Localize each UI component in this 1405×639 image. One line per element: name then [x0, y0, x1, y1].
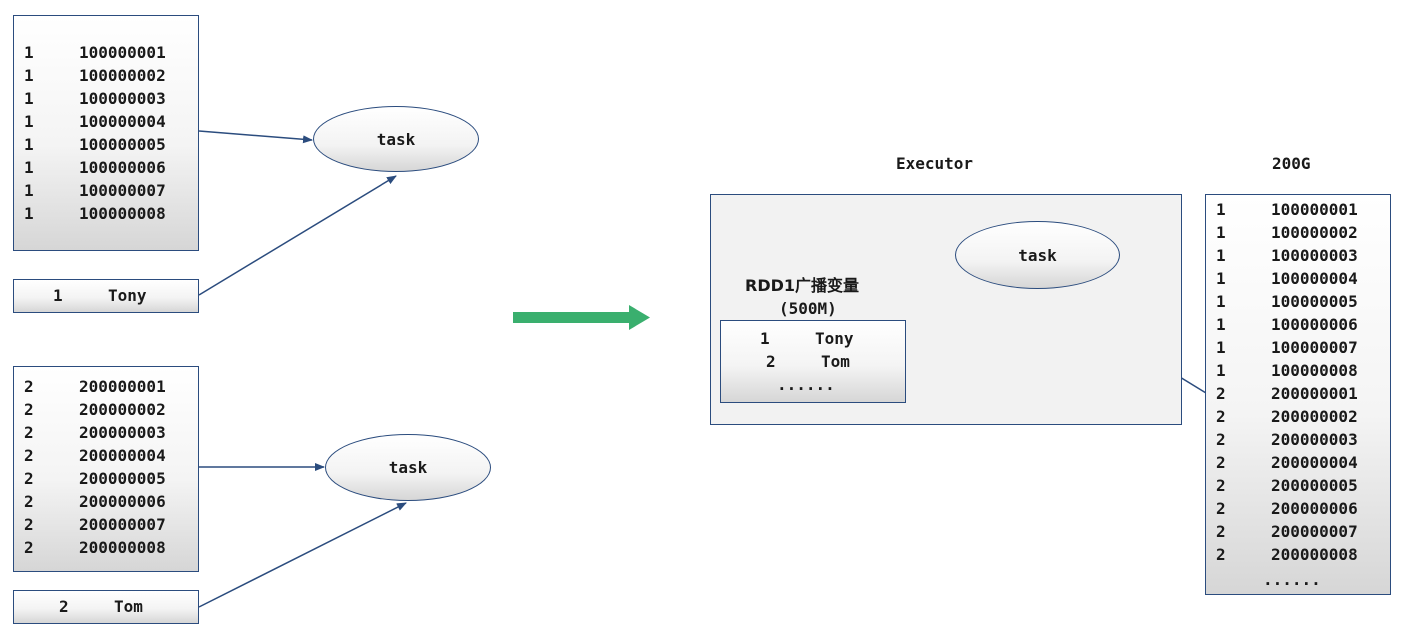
executor-title: Executor: [896, 154, 974, 173]
arrow-tom-to-task: [198, 502, 407, 608]
broadcast-variable-title: RDD1广播变量: [745, 276, 860, 295]
arrow-tony-to-task: [198, 175, 397, 296]
transition-arrow: [513, 305, 650, 330]
table-ellipsis: ......: [1263, 570, 1321, 589]
task-node-top: task: [313, 106, 479, 172]
arrow-top-table-to-task: [198, 130, 313, 144]
task-node-executor: task: [955, 221, 1120, 289]
task-node-bottom: task: [325, 434, 491, 501]
big-table-title: 200G: [1272, 154, 1311, 173]
broadcast-variable-size: (500M): [779, 299, 837, 318]
table-ellipsis: ......: [777, 375, 835, 394]
